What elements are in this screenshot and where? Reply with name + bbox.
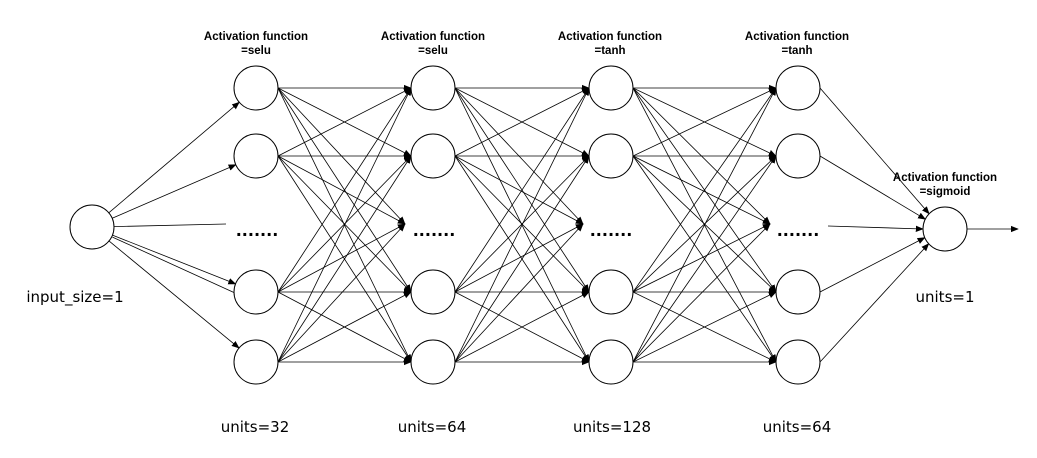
connection-edge bbox=[819, 243, 930, 363]
hidden4-neuron bbox=[775, 269, 821, 315]
connection-edge bbox=[632, 223, 771, 293]
units-label-hidden3: units=128 bbox=[573, 418, 651, 436]
hidden3-neuron bbox=[588, 133, 634, 179]
connection-edge bbox=[632, 87, 777, 293]
hidden4-neuron bbox=[775, 133, 821, 179]
connection-edge bbox=[277, 155, 412, 363]
connection-edge bbox=[819, 87, 930, 215]
connection-edge bbox=[454, 87, 590, 293]
connection-edge bbox=[112, 236, 236, 294]
hidden2-neuron bbox=[410, 65, 456, 111]
connections bbox=[108, 84, 1019, 366]
hidden1-neuron bbox=[233, 133, 279, 179]
connection-edge bbox=[819, 155, 926, 220]
hidden3-neuron bbox=[588, 339, 634, 385]
hidden4-neuron bbox=[775, 65, 821, 111]
activation-value-hidden3: =tanh bbox=[595, 45, 626, 57]
connection-edge bbox=[113, 223, 227, 227]
connection-edge bbox=[112, 164, 237, 219]
connection-edge bbox=[454, 155, 590, 293]
connection-edge bbox=[277, 291, 412, 363]
connection-edge bbox=[277, 87, 412, 363]
connection-edge bbox=[454, 87, 590, 363]
units-label-input: input_size=1 bbox=[26, 288, 123, 307]
hidden1-neuron bbox=[233, 339, 279, 385]
activation-value-hidden1: =selu bbox=[241, 45, 271, 57]
ellipsis-hidden2: ······· bbox=[413, 225, 456, 244]
connection-edge bbox=[454, 223, 584, 363]
connection-edge bbox=[277, 223, 406, 363]
connection-edge bbox=[454, 87, 590, 157]
units-label-hidden4: units=64 bbox=[763, 418, 832, 436]
connection-edge bbox=[277, 223, 406, 293]
input-neuron bbox=[69, 204, 115, 250]
connection-edge bbox=[632, 155, 777, 293]
connection-edge bbox=[454, 223, 584, 293]
hidden3-neuron bbox=[588, 65, 634, 111]
connection-edge bbox=[632, 87, 777, 363]
hidden4-neuron bbox=[775, 339, 821, 385]
activation-value-hidden4: =tanh bbox=[782, 45, 813, 57]
activation-value-hidden2: =selu bbox=[418, 45, 448, 57]
hidden2-neuron bbox=[410, 339, 456, 385]
hidden2-neuron bbox=[410, 133, 456, 179]
ellipsis-hidden3: ······· bbox=[590, 225, 633, 244]
hidden2-neuron bbox=[410, 269, 456, 315]
connection-edge bbox=[454, 291, 590, 363]
connection-edge bbox=[277, 87, 412, 293]
connection-edge bbox=[819, 237, 926, 293]
connection-edge bbox=[454, 155, 584, 225]
output-neuron bbox=[922, 206, 968, 252]
connection-edge bbox=[632, 223, 771, 363]
connection-edge bbox=[277, 155, 412, 293]
connection-edge bbox=[112, 234, 237, 285]
activation-title-output: Activation function bbox=[893, 172, 997, 184]
activation-title-hidden2: Activation function bbox=[381, 31, 485, 43]
neurons bbox=[69, 65, 968, 385]
connection-edge bbox=[277, 155, 406, 225]
ellipsis-hidden4: ······· bbox=[777, 225, 820, 244]
activation-title-hidden3: Activation function bbox=[558, 31, 662, 43]
connection-edge bbox=[827, 225, 924, 232]
connection-edge bbox=[632, 87, 777, 157]
connection-edge bbox=[277, 87, 412, 157]
units-label-hidden1: units=32 bbox=[221, 418, 290, 436]
activation-title-hidden4: Activation function bbox=[745, 31, 849, 43]
hidden1-neuron bbox=[233, 269, 279, 315]
connection-edge bbox=[632, 291, 777, 363]
connection-edge bbox=[632, 155, 771, 225]
connection-edge bbox=[108, 101, 240, 214]
connection-edge bbox=[454, 155, 590, 363]
hidden1-neuron bbox=[233, 65, 279, 111]
ellipsis-hidden1: ······· bbox=[236, 225, 279, 244]
activation-value-output: =sigmoid bbox=[920, 186, 971, 198]
units-label-output: units=1 bbox=[916, 288, 975, 306]
hidden3-neuron bbox=[588, 269, 634, 315]
activation-title-hidden1: Activation function bbox=[204, 31, 308, 43]
units-label-hidden2: units=64 bbox=[398, 418, 467, 436]
connection-edge bbox=[108, 240, 240, 349]
connection-edge bbox=[632, 155, 777, 363]
